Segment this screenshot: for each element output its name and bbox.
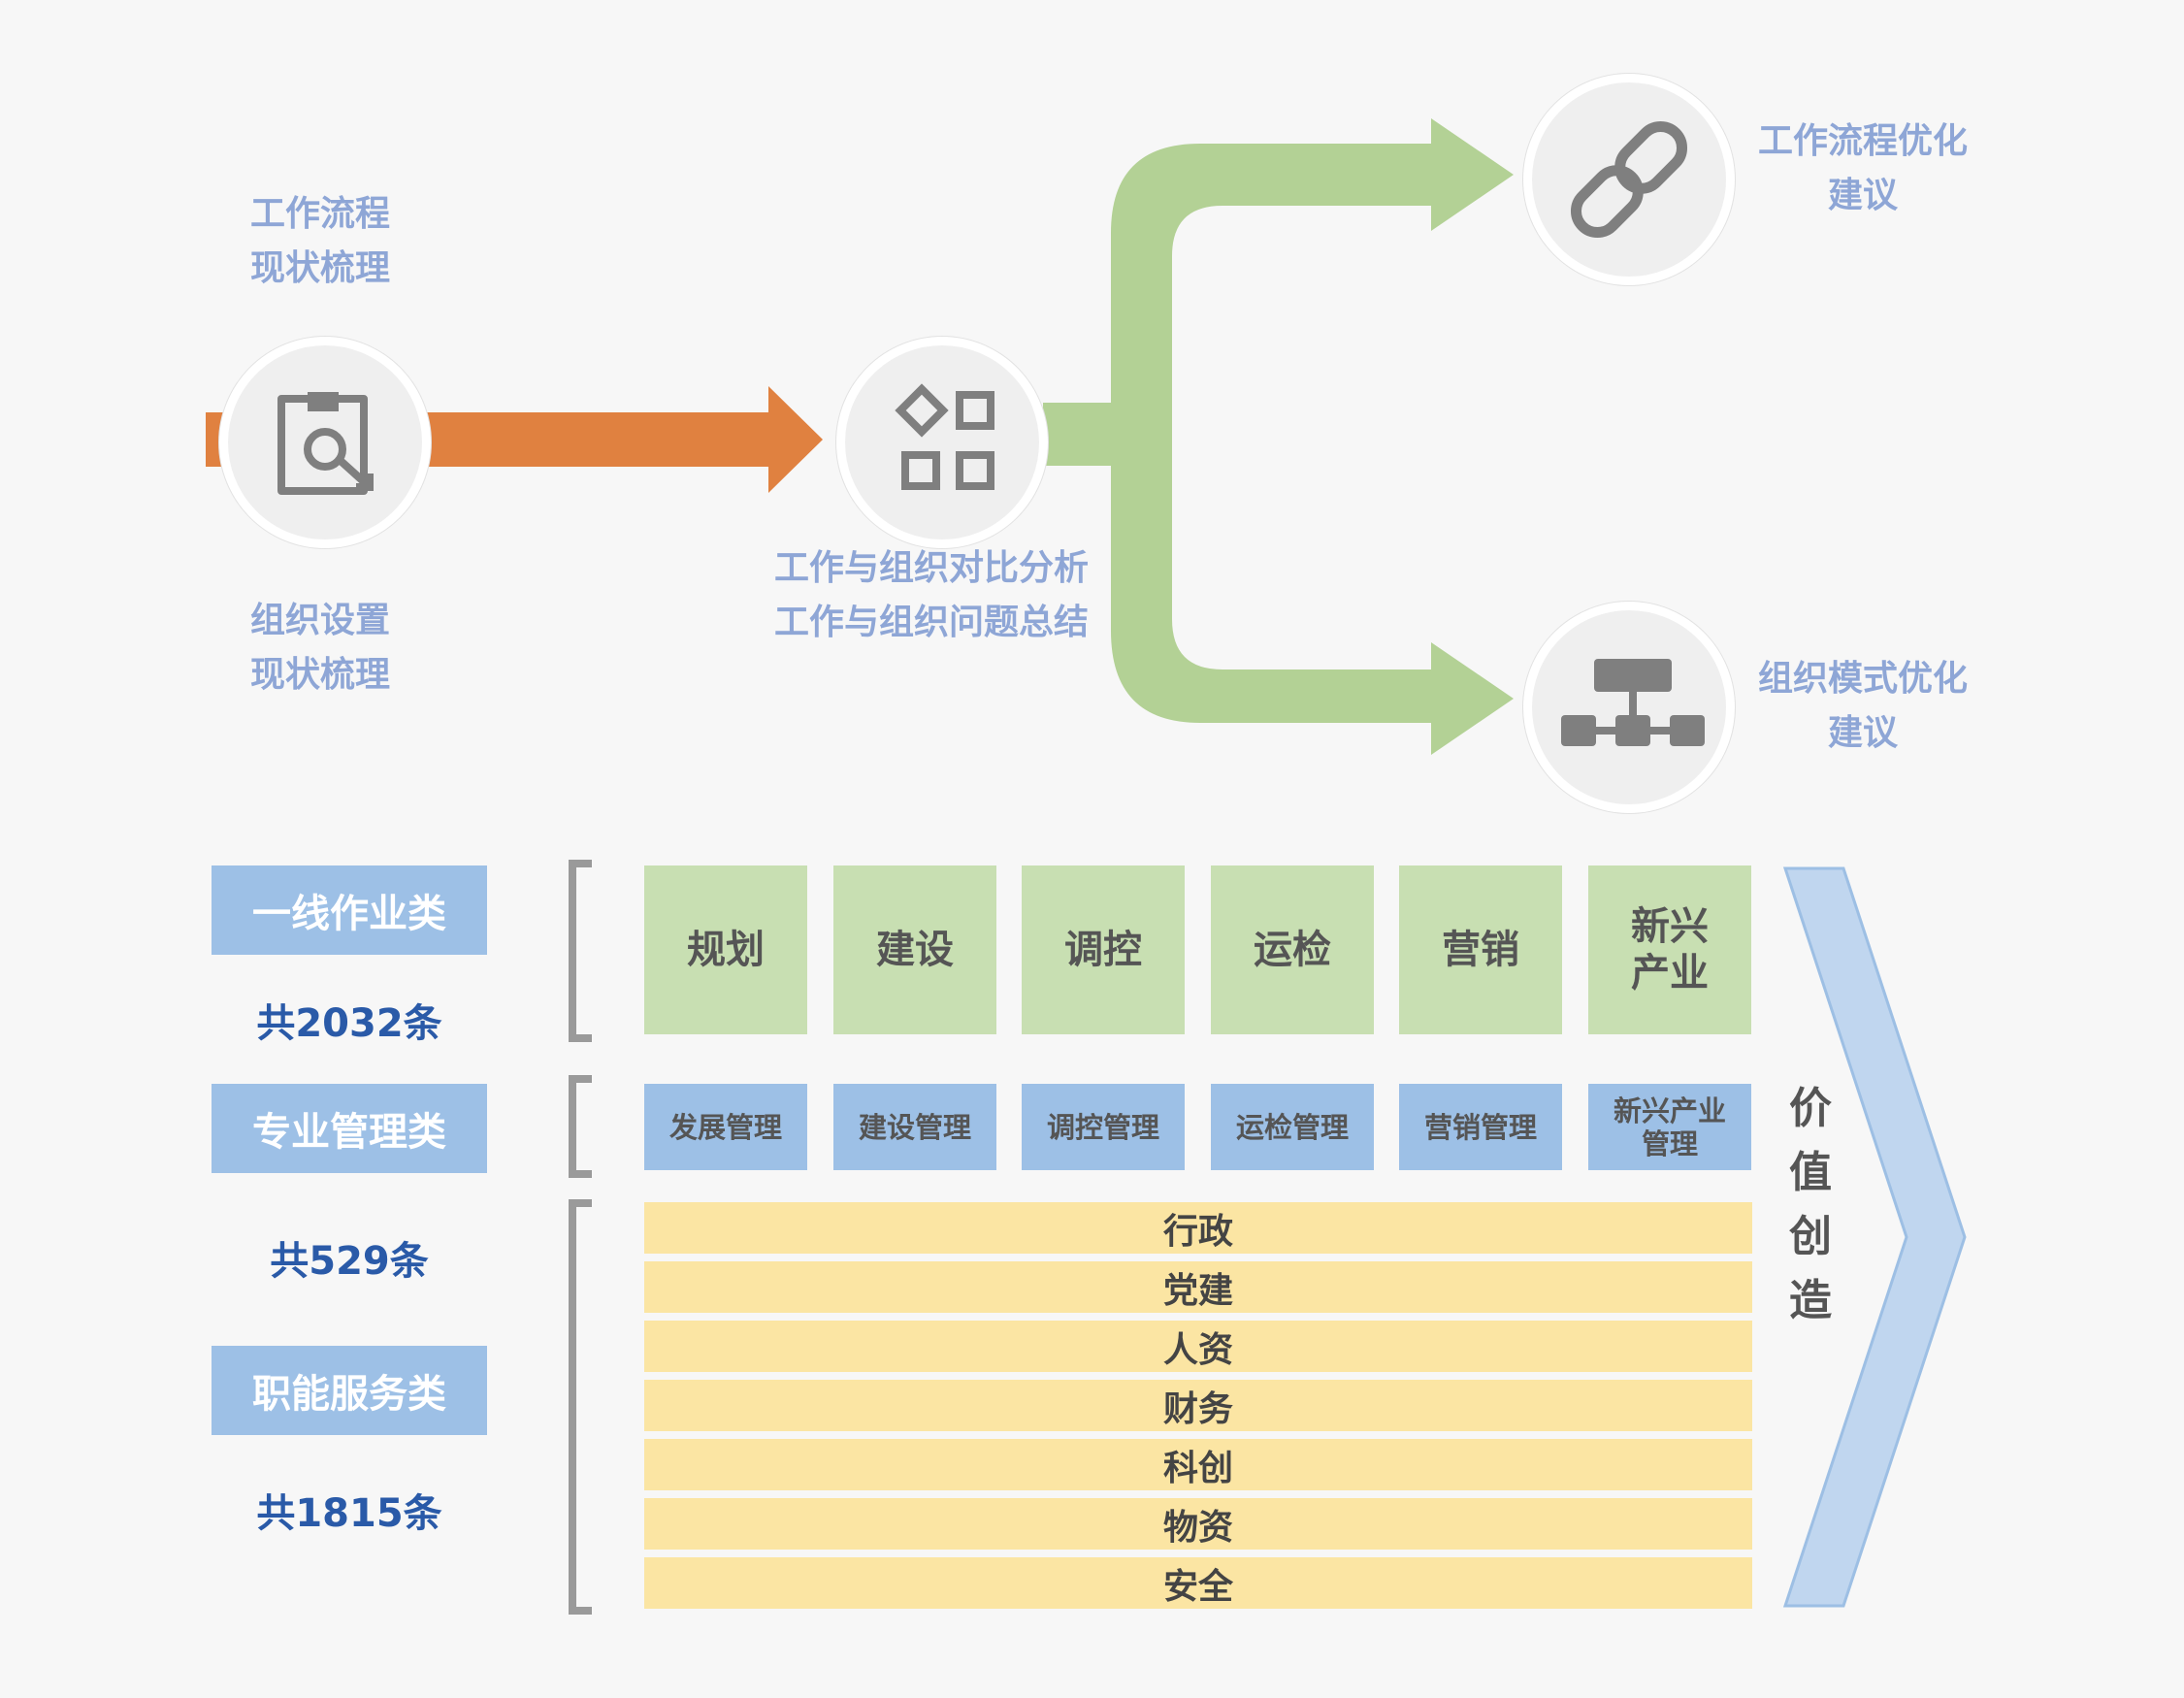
bracket-functions bbox=[569, 1199, 592, 1615]
function-row-admin: 行政 bbox=[644, 1202, 1752, 1254]
category-management: 专业管理类 bbox=[212, 1084, 487, 1173]
start-label-bottom-line1: 组织设置 bbox=[249, 601, 390, 640]
start-label-bottom: 组织设置 现状梳理 bbox=[218, 594, 422, 702]
bottom-right-label-line2: 建议 bbox=[1827, 713, 1898, 753]
start-label-top: 工作流程 现状梳理 bbox=[218, 187, 422, 296]
function-row-finance: 财务 bbox=[644, 1380, 1752, 1431]
top-right-circle bbox=[1523, 74, 1735, 285]
management-cell-construction: 建设管理 bbox=[833, 1084, 996, 1170]
category-frontline: 一线作业类 bbox=[212, 865, 487, 955]
frontline-cell-marketing: 营销 bbox=[1399, 865, 1562, 1034]
middle-label: 工作与组织对比分析 工作与组织问题总结 bbox=[747, 541, 1116, 650]
link-icon bbox=[1570, 120, 1688, 239]
function-row-party: 党建 bbox=[644, 1261, 1752, 1313]
management-cell-maintenance: 运检管理 bbox=[1211, 1084, 1374, 1170]
category-functions: 职能服务类 bbox=[212, 1346, 487, 1435]
bottom-right-circle bbox=[1523, 602, 1735, 813]
brackets bbox=[569, 860, 592, 1615]
function-row-materials: 物资 bbox=[644, 1498, 1752, 1550]
bottom-right-label-line1: 组织模式优化 bbox=[1757, 659, 1968, 699]
flow-arrows bbox=[206, 118, 1514, 755]
function-row-safety: 安全 bbox=[644, 1557, 1752, 1609]
middle-label-line1: 工作与组织对比分析 bbox=[773, 548, 1089, 588]
top-right-label-line1: 工作流程优化 bbox=[1757, 121, 1968, 161]
frontline-cell-dispatch: 调控 bbox=[1022, 865, 1185, 1034]
value-char-1: 价 bbox=[1789, 1084, 1832, 1133]
start-circle bbox=[219, 337, 431, 548]
search-document-icon bbox=[277, 392, 374, 495]
bracket-management bbox=[569, 1075, 592, 1178]
bracket-frontline bbox=[569, 860, 592, 1042]
middle-label-line2: 工作与组织问题总结 bbox=[773, 603, 1089, 642]
start-label-top-line1: 工作流程 bbox=[249, 194, 390, 234]
function-row-hr: 人资 bbox=[644, 1321, 1752, 1372]
bottom-right-label: 组织模式优化 建议 bbox=[1746, 652, 1979, 761]
frontline-cell-maintenance: 运检 bbox=[1211, 865, 1374, 1034]
start-label-top-line2: 现状梳理 bbox=[249, 248, 390, 288]
value-char-4: 造 bbox=[1789, 1276, 1832, 1325]
frontline-cell-emerging: 新兴 产业 bbox=[1588, 865, 1751, 1034]
value-chevron bbox=[1782, 866, 1967, 1608]
top-right-label-line2: 建议 bbox=[1827, 176, 1898, 215]
green-arrow-branch-bottom bbox=[1111, 427, 1514, 755]
org-chart-icon bbox=[1561, 659, 1705, 746]
shapes-grid-icon bbox=[895, 383, 994, 490]
category-management-count: 共529条 bbox=[270, 1239, 429, 1284]
management-cell-marketing: 营销管理 bbox=[1399, 1084, 1562, 1170]
value-creation-label: 价 值 创 造 bbox=[1781, 1077, 1840, 1333]
value-char-2: 值 bbox=[1789, 1148, 1832, 1197]
frontline-cell-construction: 建设 bbox=[833, 865, 996, 1034]
orange-arrow bbox=[407, 386, 823, 493]
middle-circle bbox=[836, 337, 1048, 548]
start-label-bottom-line2: 现状梳理 bbox=[249, 655, 390, 695]
management-cell-emerging: 新兴产业 管理 bbox=[1588, 1084, 1751, 1170]
function-row-tech: 科创 bbox=[644, 1439, 1752, 1490]
top-right-label: 工作流程优化 建议 bbox=[1746, 114, 1979, 223]
management-cell-dispatch: 调控管理 bbox=[1022, 1084, 1185, 1170]
category-functions-count: 共1815条 bbox=[256, 1491, 442, 1536]
frontline-cell-planning: 规划 bbox=[644, 865, 807, 1034]
management-cell-development: 发展管理 bbox=[644, 1084, 807, 1170]
green-arrow-branch-top bbox=[1111, 118, 1514, 437]
value-char-3: 创 bbox=[1789, 1212, 1832, 1261]
category-frontline-count: 共2032条 bbox=[256, 1001, 442, 1046]
